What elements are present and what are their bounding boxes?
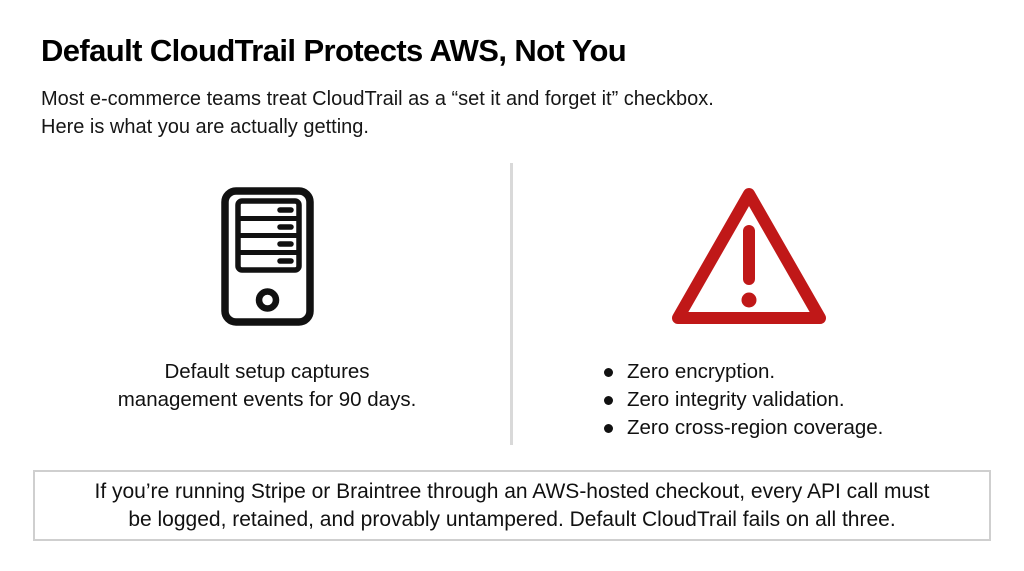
bullet-text: Zero encryption. — [627, 360, 776, 383]
left-caption-line-1: Default setup captures — [164, 360, 370, 383]
footer-line-2: be logged, retained, and provably untamp… — [128, 507, 896, 531]
column-divider — [510, 163, 513, 445]
bullet-icon — [604, 424, 613, 433]
subtitle-line-2: Here is what you are actually getting. — [41, 116, 369, 138]
footer-callout-box: If you’re running Stripe or Braintree th… — [33, 470, 991, 541]
left-caption-line-2: management events for 90 days. — [117, 388, 417, 411]
bullet-text: Zero integrity validation. — [627, 388, 845, 411]
list-item: Zero cross-region coverage. — [604, 414, 883, 442]
subtitle-line-1: Most e-commerce teams treat CloudTrail a… — [41, 88, 714, 110]
server-icon — [221, 187, 314, 326]
list-item: Zero integrity validation. — [604, 386, 883, 414]
page-title: Default CloudTrail Protects AWS, Not You — [41, 33, 627, 68]
page-subtitle: Most e-commerce teams treat CloudTrail a… — [41, 85, 714, 141]
bullet-icon — [604, 396, 613, 405]
right-panel-bullet-list: Zero encryption. Zero integrity validati… — [604, 358, 883, 442]
footer-line-1: If you’re running Stripe or Braintree th… — [94, 479, 930, 503]
warning-triangle-icon — [668, 185, 830, 329]
bullet-icon — [604, 368, 613, 377]
left-panel-caption: Default setup captures management events… — [41, 358, 493, 414]
bullet-text: Zero cross-region coverage. — [627, 416, 884, 439]
list-item: Zero encryption. — [604, 358, 883, 386]
